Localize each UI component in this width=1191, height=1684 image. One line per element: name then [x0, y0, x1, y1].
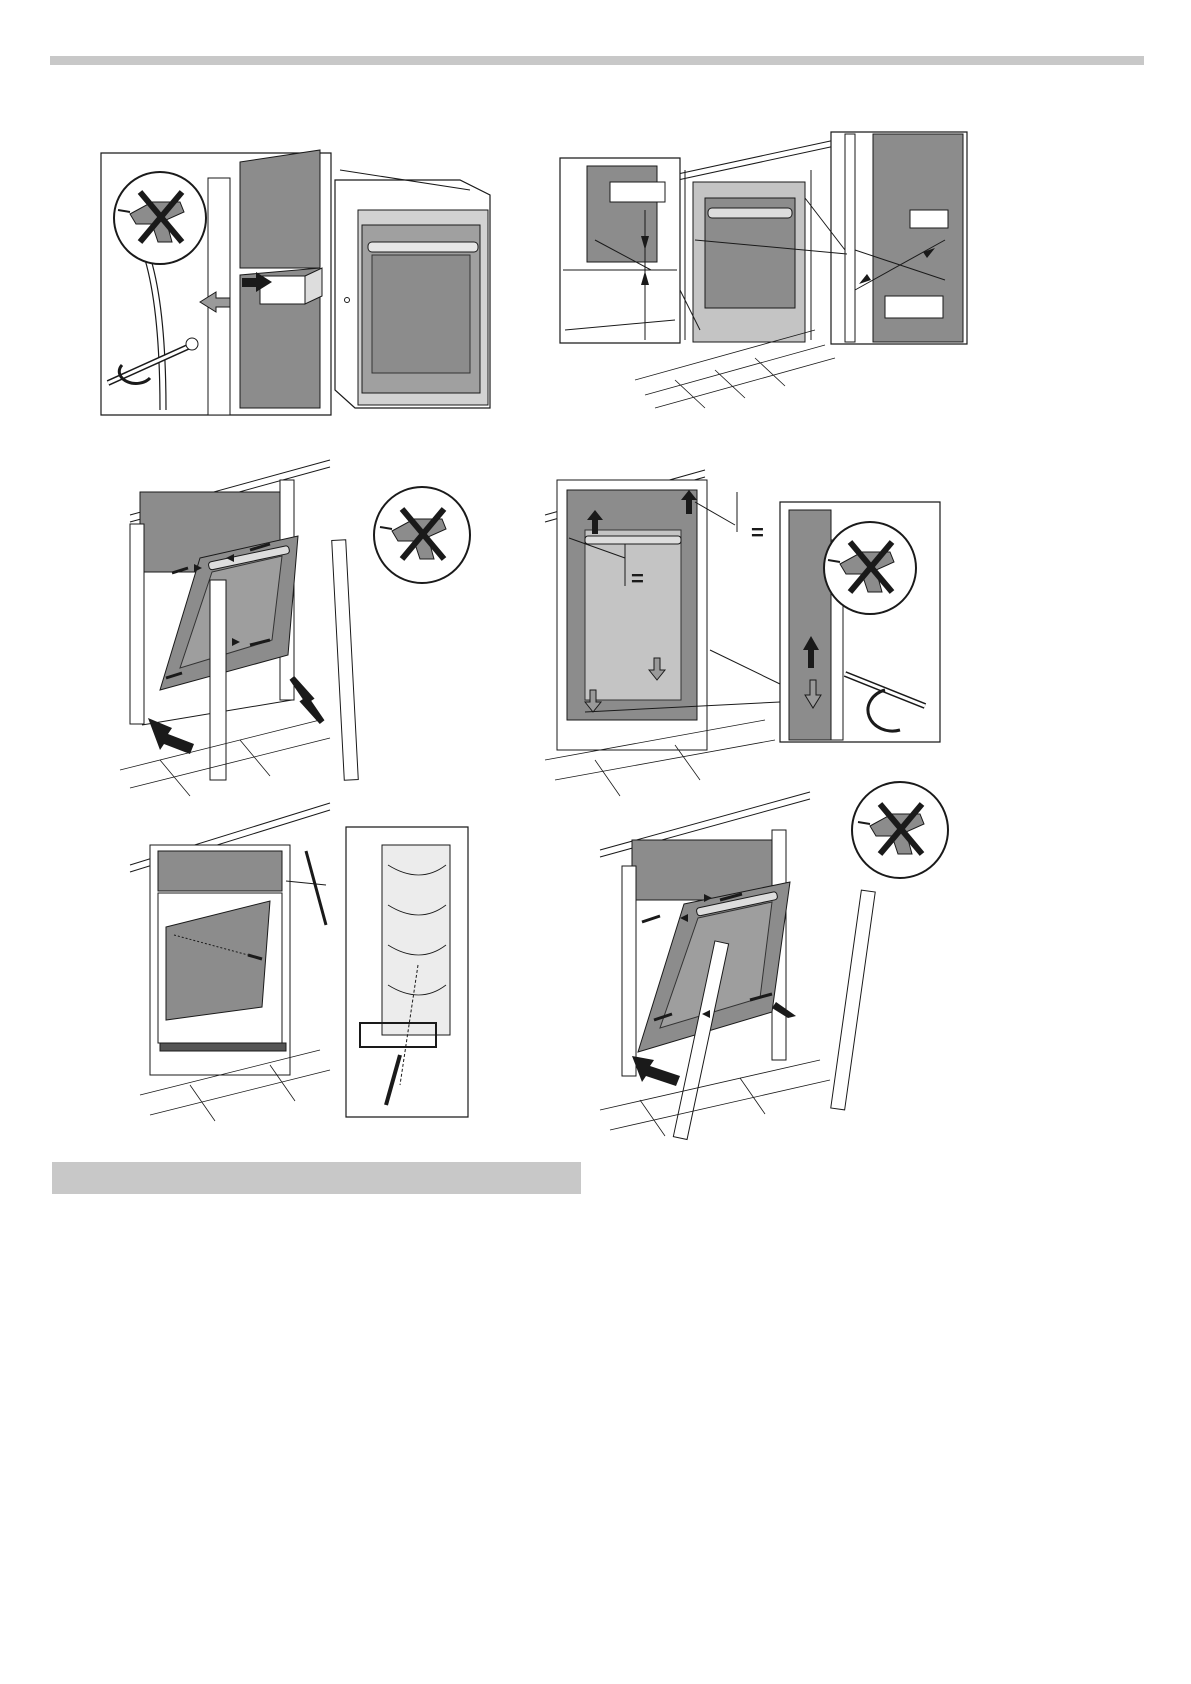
no-drill-icon [824, 522, 916, 614]
equal-label-left: = [631, 566, 644, 591]
no-drill-icon [374, 487, 470, 583]
figure-screw-fixing [130, 795, 470, 1125]
equal-label-right: = [751, 520, 764, 545]
figure-door-equal-gaps: = = [545, 440, 945, 800]
figure-gap-alignment [555, 130, 975, 410]
header-rule [50, 56, 1144, 65]
figure-panel-screws-refit [600, 770, 960, 1140]
figure-panel-screws-remove [120, 440, 480, 800]
no-drill-icon [852, 782, 948, 878]
no-drill-icon [114, 172, 206, 264]
figure-oven-side-panel [100, 150, 500, 420]
section-heading-bar [52, 1162, 581, 1194]
